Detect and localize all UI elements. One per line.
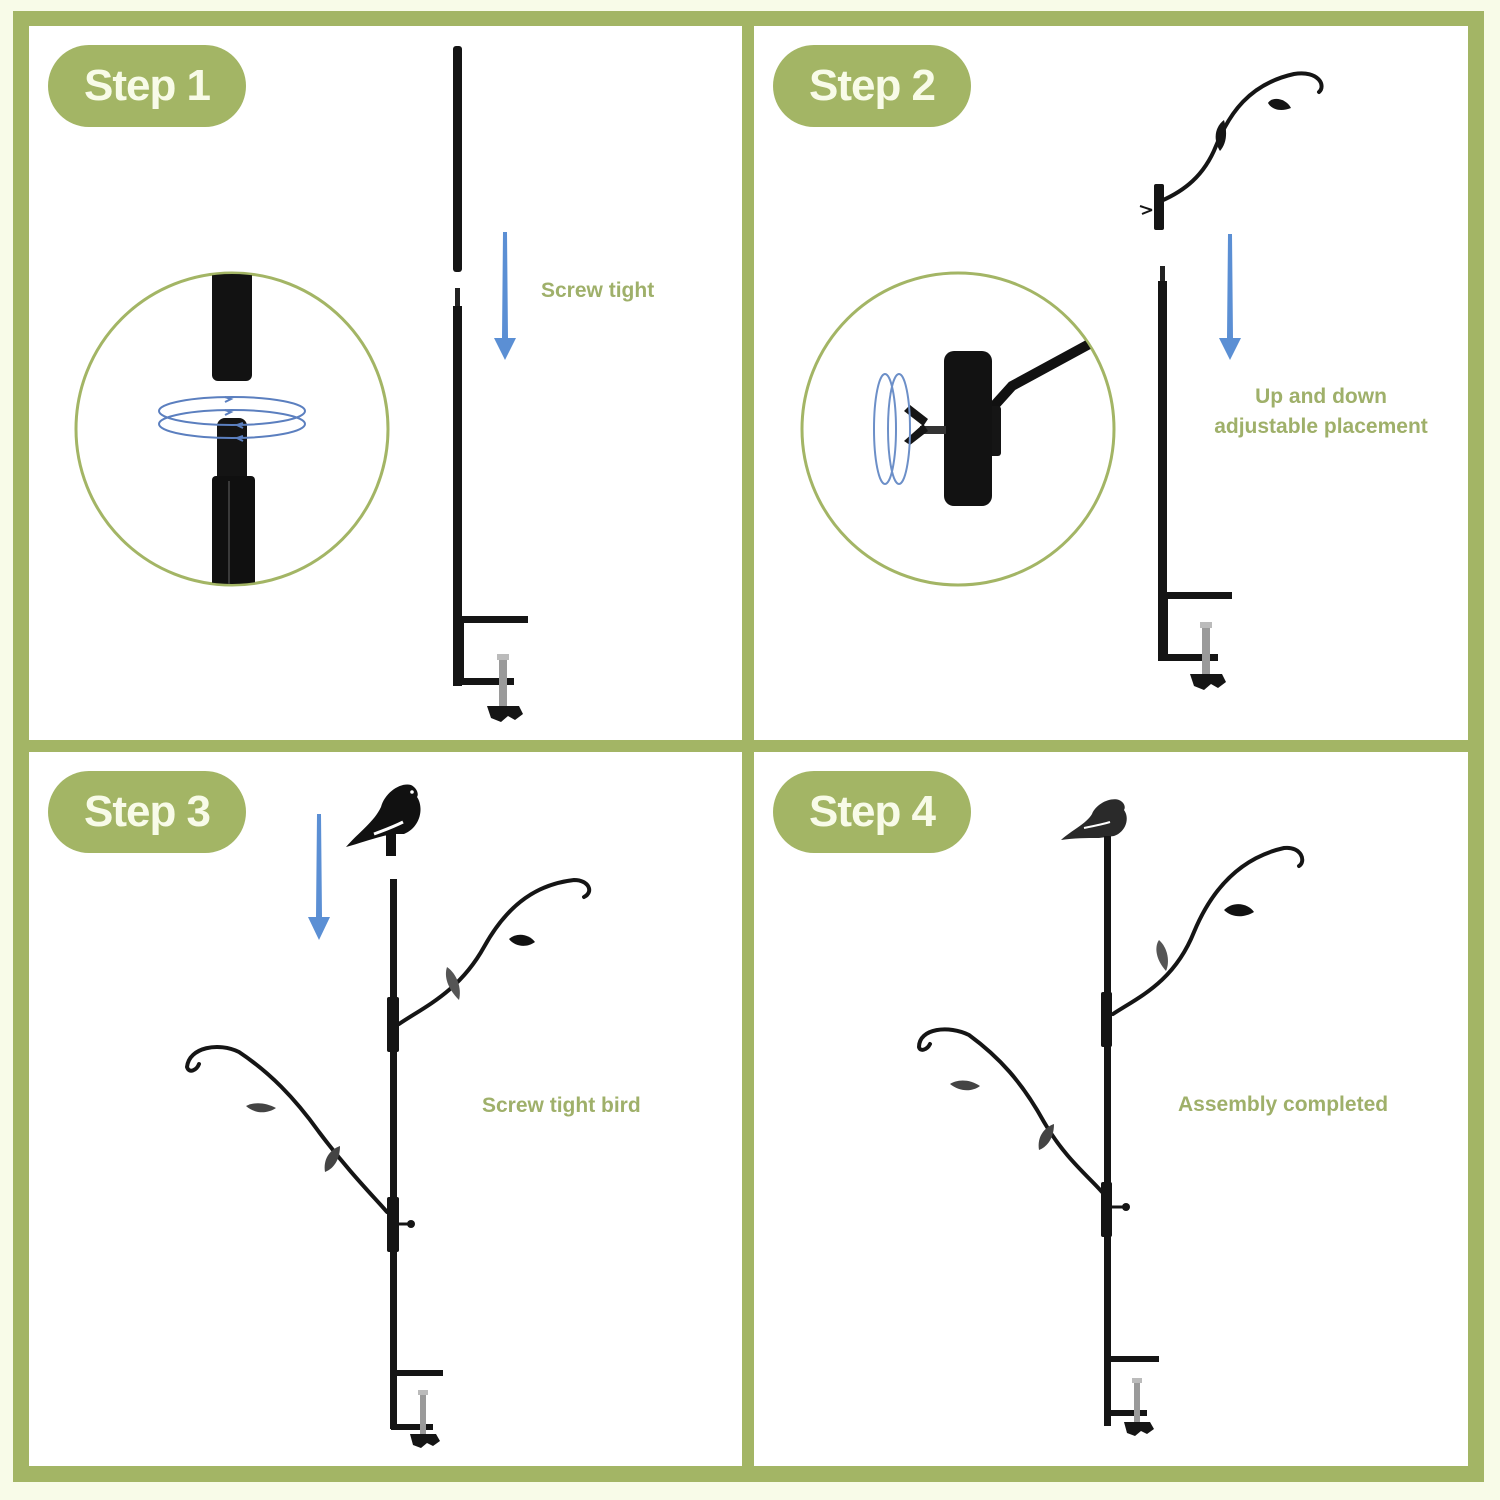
rotate-arrows-icon [158, 396, 306, 442]
step-2-caption-line-1: Up and down [1255, 385, 1387, 408]
table-clamp-icon [457, 616, 528, 722]
step-1-badge: Step 1 [48, 45, 246, 127]
bird-topper-icon [346, 784, 421, 856]
step-4-badge: Step 4 [773, 771, 971, 853]
hook-arm [1159, 71, 1324, 203]
step-2-badge: Step 2 [773, 45, 971, 127]
down-arrow-icon [494, 232, 516, 360]
bird-topper-icon [1061, 799, 1127, 840]
step-4-caption: Assembly completed [1178, 1093, 1389, 1116]
table-clamp-icon [391, 1370, 443, 1448]
step-1-panel: Step 1 [29, 26, 742, 740]
rotate-arrows-icon [873, 373, 911, 485]
step-3-badge: Step 3 [48, 771, 246, 853]
step-2-caption: Up and down adjustable placement [1194, 382, 1448, 442]
step-4-panel: Step 4 Assembly completed [754, 752, 1468, 1466]
bracket-detail-circle [800, 271, 1116, 587]
step-2-panel: Step 2 [754, 26, 1468, 740]
step-2-caption-line-2: adjustable placement [1214, 415, 1428, 438]
lower-pole-section [453, 306, 462, 686]
step-2-illustration [800, 71, 1324, 690]
step-1-caption: Screw tight [541, 279, 655, 302]
pole [390, 879, 397, 1429]
pole [1158, 281, 1167, 661]
down-arrow-icon [1219, 234, 1241, 360]
step-1-illustration [74, 46, 528, 722]
step-3-illustration [184, 784, 592, 1448]
step-3-panel: Step 3 [29, 752, 742, 1466]
table-clamp-icon [1105, 1356, 1159, 1436]
upper-pole-section [453, 46, 462, 272]
step-4-illustration [916, 799, 1305, 1436]
down-arrow-icon [308, 814, 330, 940]
step-3-caption: Screw tight bird [482, 1094, 641, 1117]
table-clamp-icon [1161, 592, 1232, 690]
pole [1104, 836, 1111, 1426]
joint-detail-circle [74, 271, 390, 587]
